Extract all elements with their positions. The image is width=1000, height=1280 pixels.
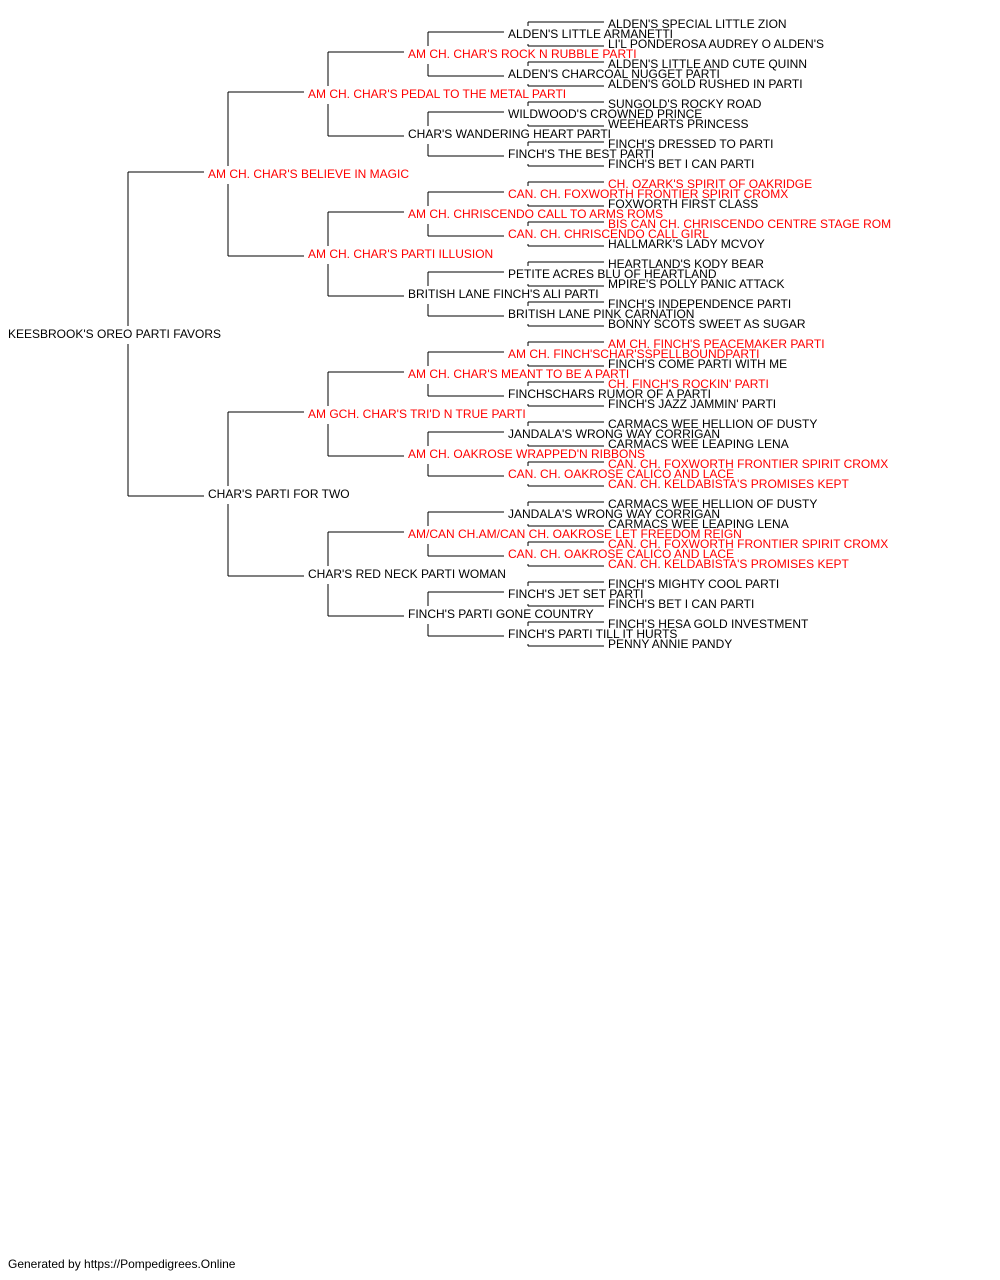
ancestor-name: AM CH. CHAR'S ROCK N RUBBLE PARTI — [408, 47, 637, 61]
ancestor-name: FINCH'S COME PARTI WITH ME — [608, 357, 787, 371]
ancestor-name: CARMACS WEE HELLION OF DUSTY — [608, 497, 817, 511]
ancestor-name: BRITISH LANE PINK CARNATION — [508, 307, 694, 321]
ancestor-name: CAN. CH. FOXWORTH FRONTIER SPIRIT CROMX — [608, 537, 888, 551]
ancestor-name: CHAR'S WANDERING HEART PARTI — [408, 127, 611, 141]
ancestor-name: PENNY ANNIE PANDY — [608, 637, 732, 651]
ancestor-name: ALDEN'S GOLD RUSHED IN PARTI — [608, 77, 803, 91]
ancestor-name: ALDEN'S SPECIAL LITTLE ZION — [608, 17, 787, 31]
ancestor-name: AM CH. OAKROSE WRAPPED'N RIBBONS — [408, 447, 645, 461]
ancestor-name: FINCH'S INDEPENDENCE PARTI — [608, 297, 791, 311]
ancestor-name: BIS CAN CH. CHRISCENDO CENTRE STAGE ROM — [608, 217, 891, 231]
ancestor-name: CAN. CH. FOXWORTH FRONTIER SPIRIT CROMX — [608, 457, 888, 471]
ancestor-name: FINCH'S JET SET PARTI — [508, 587, 643, 601]
ancestor-name: CARMACS WEE LEAPING LENA — [608, 517, 789, 531]
ancestor-name: JANDALA'S WRONG WAY CORRIGAN — [508, 427, 720, 441]
ancestor-name: AM CH. FINCH'S PEACEMAKER PARTI — [608, 337, 825, 351]
ancestor-name: FINCH'S JAZZ JAMMIN' PARTI — [608, 397, 776, 411]
ancestor-name: FINCH'S BET I CAN PARTI — [608, 597, 754, 611]
ancestor-name: AM CH. CHAR'S PEDAL TO THE METAL PARTI — [308, 87, 566, 101]
ancestor-name: PETITE ACRES BLU OF HEARTLAND — [508, 267, 717, 281]
ancestor-name: ALDEN'S LITTLE AND CUTE QUINN — [608, 57, 807, 71]
ancestor-name: AM/CAN CH.AM/CAN CH. OAKROSE LET FREEDOM… — [408, 527, 742, 541]
ancestor-name: CAN. CH. CHRISCENDO CALL GIRL — [508, 227, 709, 241]
ancestor-name: CAN. CH. OAKROSE CALICO AND LACE — [508, 467, 734, 481]
ancestor-name: AM CH. CHAR'S PARTI ILLUSION — [308, 247, 493, 261]
ancestor-name: CHAR'S RED NECK PARTI WOMAN — [308, 567, 506, 581]
ancestor-name: AM CH. CHAR'S BELIEVE IN MAGIC — [208, 167, 409, 181]
ancestor-name: FINCH'S PARTI TILL IT HURTS — [508, 627, 677, 641]
ancestor-name: CARMACS WEE HELLION OF DUSTY — [608, 417, 817, 431]
ancestor-name: CH. OZARK'S SPIRIT OF OAKRIDGE — [608, 177, 812, 191]
ancestor-name: HEARTLAND'S KODY BEAR — [608, 257, 764, 271]
ancestor-name: FINCH'S PARTI GONE COUNTRY — [408, 607, 594, 621]
ancestor-name: AM GCH. CHAR'S TRI'D N TRUE PARTI — [308, 407, 526, 421]
ancestor-name: CH. FINCH'S ROCKIN' PARTI — [608, 377, 769, 391]
ancestor-name: AM CH. CHAR'S MEANT TO BE A PARTI — [408, 367, 629, 381]
ancestor-name: MPIRE'S POLLY PANIC ATTACK — [608, 277, 785, 291]
ancestor-name: WEEHEARTS PRINCESS — [608, 117, 748, 131]
ancestor-name: CARMACS WEE LEAPING LENA — [608, 437, 789, 451]
footer-credit: Generated by https://Pompedigrees.Online — [8, 1257, 236, 1271]
ancestor-name: ALDEN'S CHARCOAL NUGGET PARTI — [508, 67, 720, 81]
ancestor-name: BRITISH LANE FINCH'S ALI PARTI — [408, 287, 599, 301]
subject-dog-name: KEESBROOK'S OREO PARTI FAVORS — [8, 327, 221, 341]
ancestor-name: FINCH'S BET I CAN PARTI — [608, 157, 754, 171]
ancestor-name: AM CH. CHRISCENDO CALL TO ARMS ROMS — [408, 207, 663, 221]
ancestor-name: AM CH. FINCH'SCHAR'SSPELLBOUNDPARTI — [508, 347, 760, 361]
ancestor-name: JANDALA'S WRONG WAY CORRIGAN — [508, 507, 720, 521]
ancestor-name: WILDWOOD'S CROWNED PRINCE — [508, 107, 702, 121]
pedigree-connectors — [127, 21, 604, 647]
ancestor-name: SUNGOLD'S ROCKY ROAD — [608, 97, 762, 111]
ancestor-name: ALDEN'S LITTLE ARMANETTI — [508, 27, 673, 41]
ancestor-name: HALLMARK'S LADY MCVOY — [608, 237, 765, 251]
ancestor-name: CAN. CH. FOXWORTH FRONTIER SPIRIT CROMX — [508, 187, 788, 201]
pedigree-labels: KEESBROOK'S OREO PARTI FAVORS AM CH. CHAR… — [8, 17, 891, 651]
ancestor-name: FINCHSCHARS RUMOR OF A PARTI — [508, 387, 711, 401]
ancestor-name: FINCH'S THE BEST PARTI — [508, 147, 654, 161]
ancestor-name: LI'L PONDEROSA AUDREY O ALDEN'S — [608, 37, 824, 51]
ancestor-name: FOXWORTH FIRST CLASS — [608, 197, 758, 211]
ancestor-name: CAN. CH. OAKROSE CALICO AND LACE — [508, 547, 734, 561]
ancestor-name: BONNY SCOTS SWEET AS SUGAR — [608, 317, 806, 331]
ancestor-name: CAN. CH. KELDABISTA'S PROMISES KEPT — [608, 557, 849, 571]
ancestor-name: FINCH'S DRESSED TO PARTI — [608, 137, 773, 151]
ancestor-name: CHAR'S PARTI FOR TWO — [208, 487, 350, 501]
ancestor-name: CAN. CH. KELDABISTA'S PROMISES KEPT — [608, 477, 849, 491]
ancestor-name: FINCH'S MIGHTY COOL PARTI — [608, 577, 779, 591]
ancestor-name: FINCH'S HESA GOLD INVESTMENT — [608, 617, 809, 631]
